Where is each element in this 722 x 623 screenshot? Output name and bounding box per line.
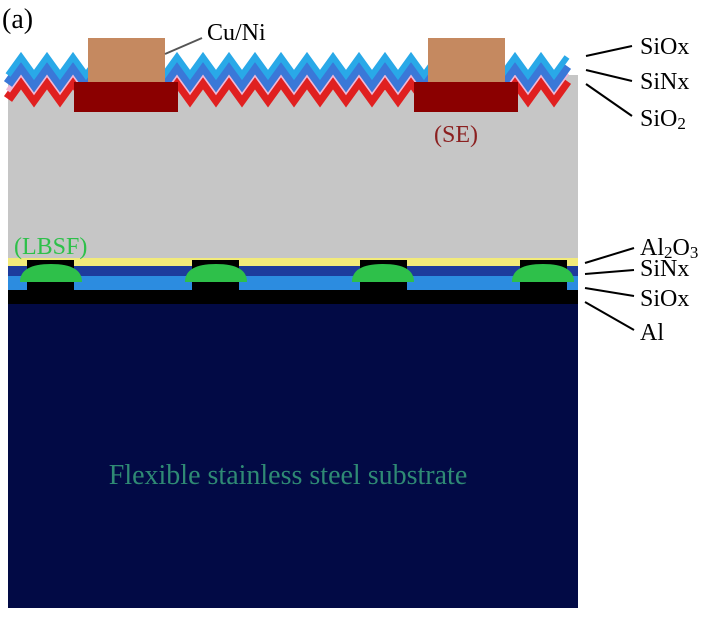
rear-aluminum-layer [8,290,578,304]
substrate-label: Flexible stainless steel substrate [109,460,468,491]
leader-sinx-rear [584,269,635,275]
leader-siox-rear [584,287,635,297]
leader-cu-ni [164,37,203,55]
leader-lines [164,37,635,331]
rear-siox-label: SiOx [640,286,689,312]
lbsf-label: (LBSF) [14,234,87,260]
selective-emitter-left [74,82,178,112]
cu-ni-label: Cu/Ni [207,20,266,46]
front-sio2-label: SiO2 [640,106,686,133]
front-sinx-label: SiNx [640,69,689,95]
contact-left [88,38,165,82]
selective-emitter-right [414,82,518,112]
rear-siox-layer [8,276,578,290]
selective-emitter-label: (SE) [434,122,478,148]
lbsf-dome-2 [185,264,247,282]
lbsf-dome-3 [352,264,414,282]
leader-al-rear [584,301,635,331]
lbsf-dome-4 [512,264,574,282]
leader-sinx-front [585,69,633,82]
stainless-steel-substrate [8,304,578,608]
rear-sinx-layer [8,266,578,276]
rear-al-label: Al [640,320,664,346]
leader-siox-front [585,45,633,57]
leader-sio2-front [585,83,633,117]
rear-sinx-label: SiNx [640,256,689,282]
leader-al2o3-rear [584,247,635,264]
panel-label: (a) [2,4,33,35]
contact-right [428,38,505,82]
rear-al2o3-label: Al2O3 [640,235,698,262]
front-siox-label: SiOx [640,34,689,60]
rear-al2o3-layer [8,258,578,266]
lbsf-dome-1 [20,264,82,282]
